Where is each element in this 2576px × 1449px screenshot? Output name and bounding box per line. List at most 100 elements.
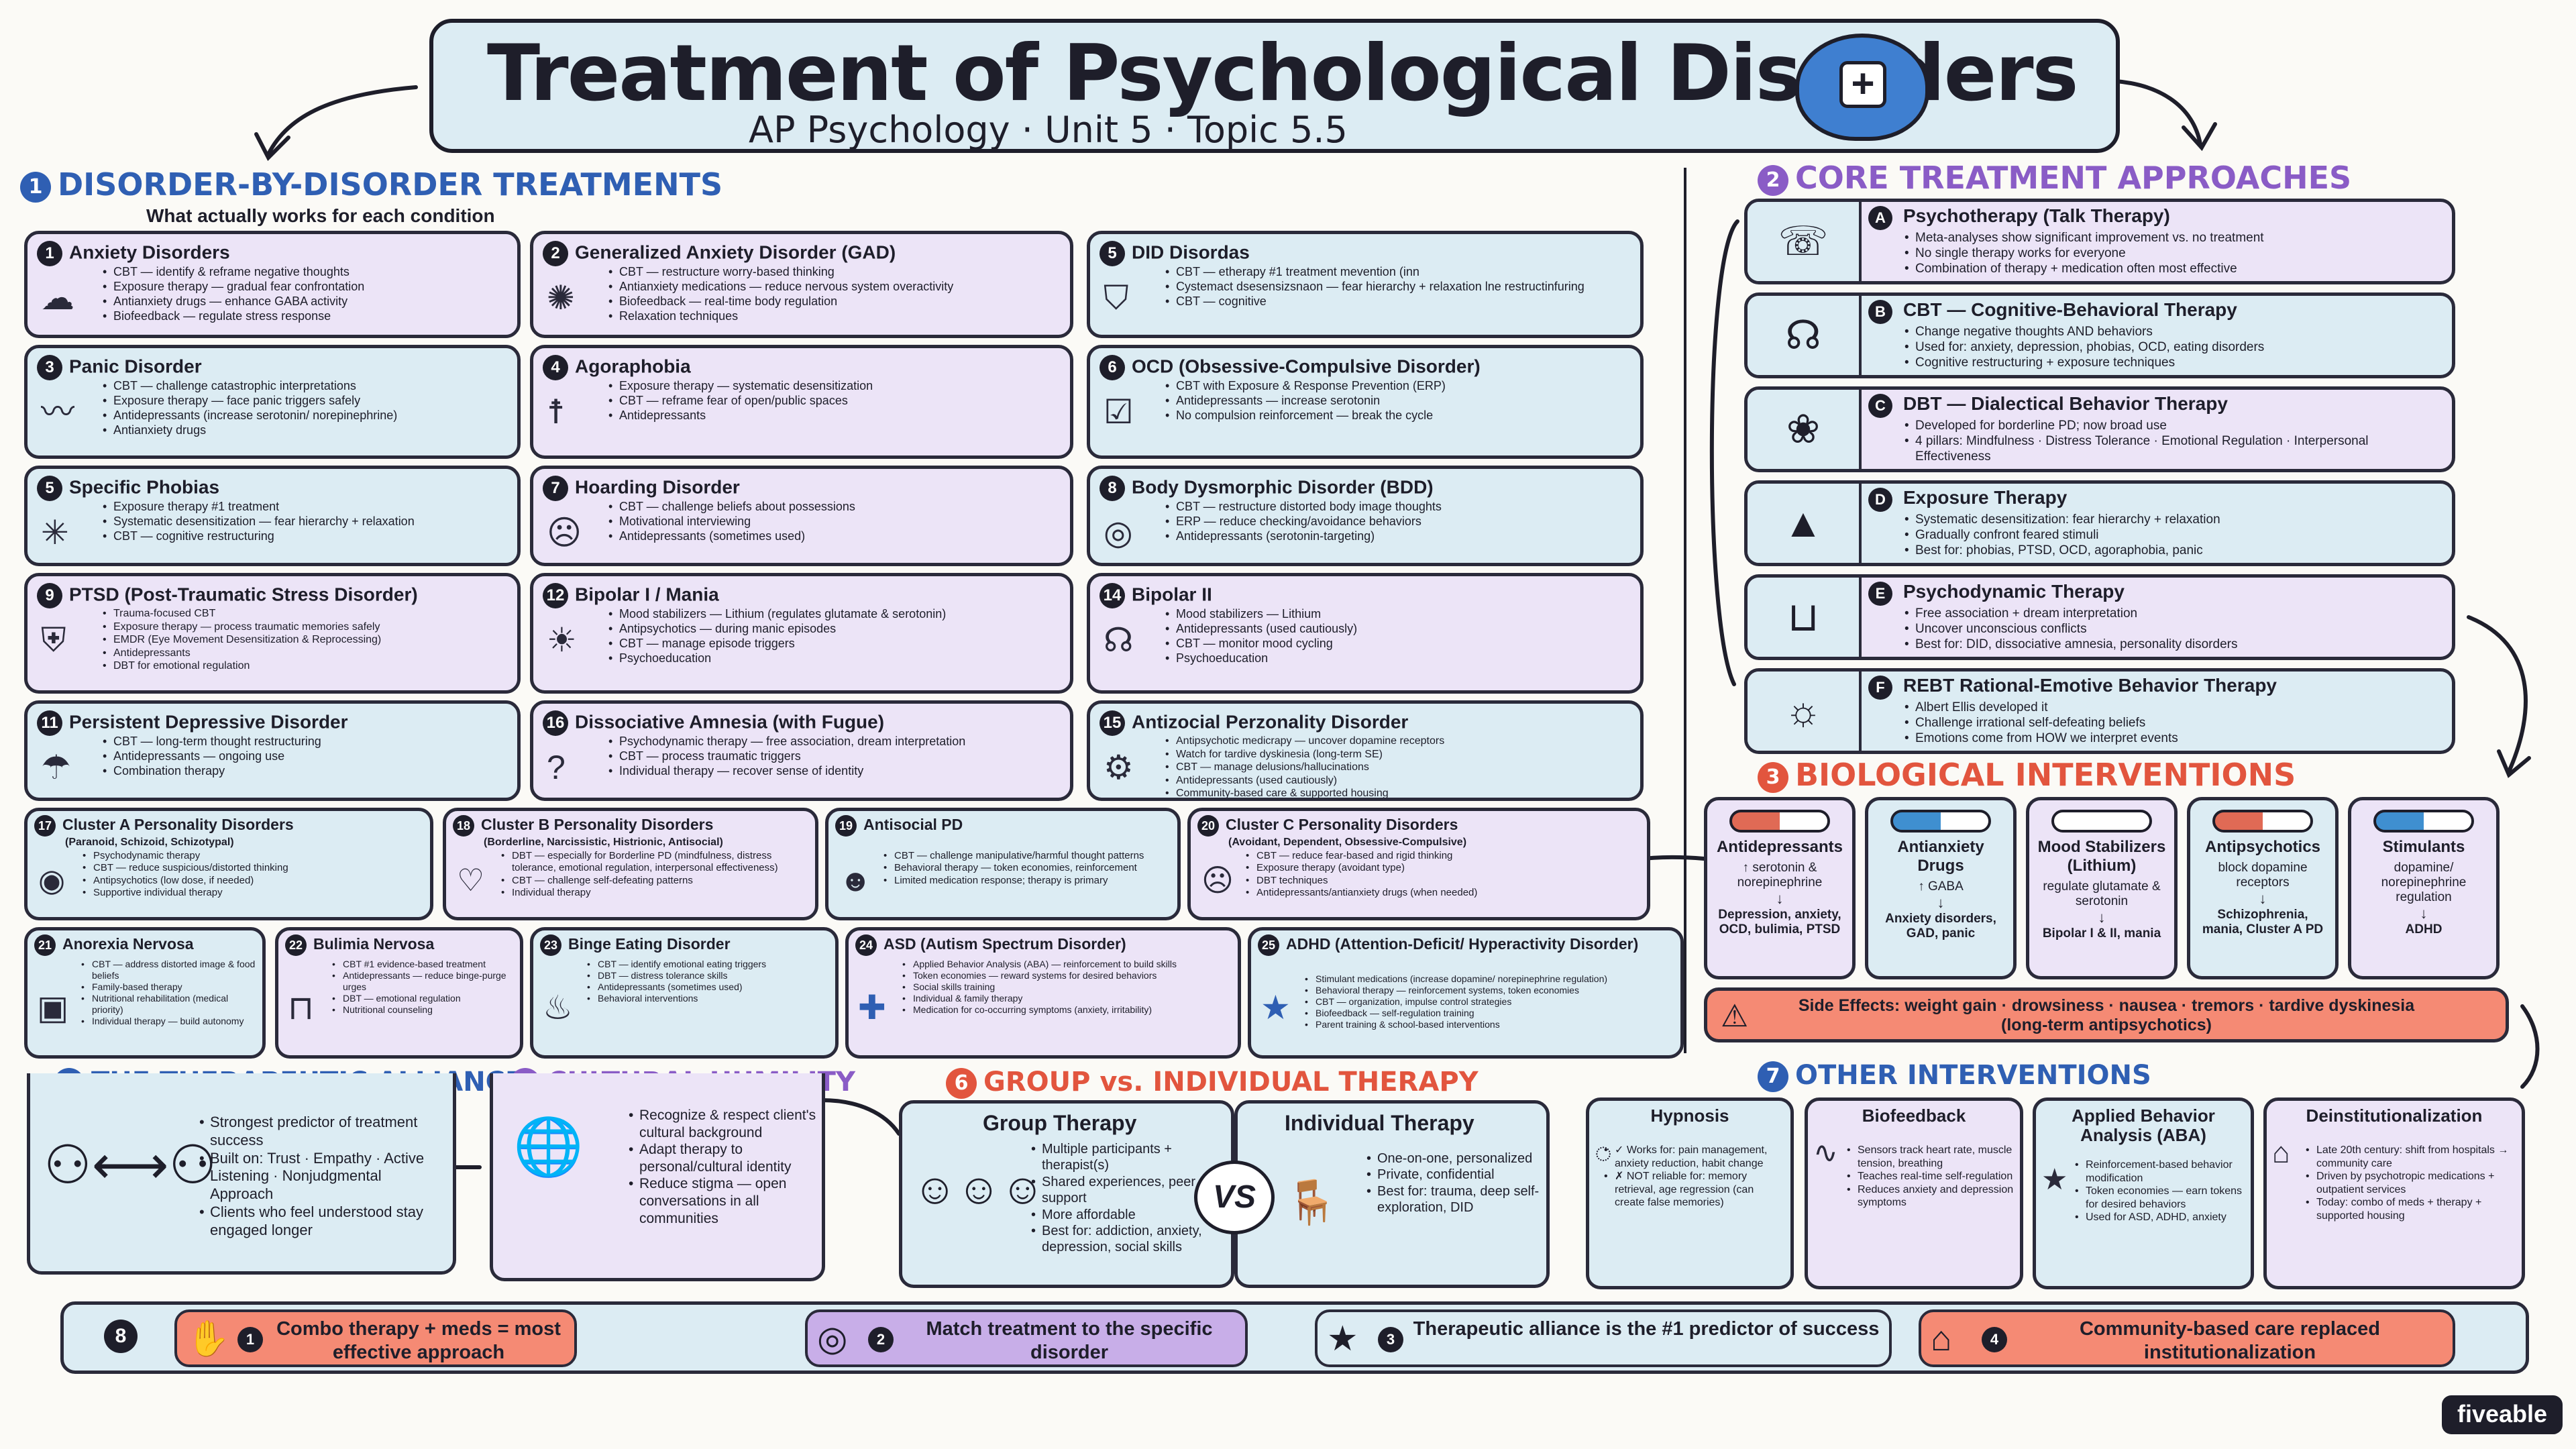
approach-letter: E (1868, 582, 1892, 606)
list-item: Psychoeducation (607, 651, 1063, 666)
pill-icon (2212, 810, 2313, 833)
disorder-number: 5 (37, 476, 62, 501)
worried-face-icon: ☹ (1201, 863, 1234, 898)
heart-icon: ♡ (457, 863, 485, 898)
approach-title: Psychodynamic Therapy (1903, 581, 2125, 602)
list-item: 4 pillars: Mindfulness · Distress Tolera… (1903, 433, 2445, 464)
star-icon: ★ (1260, 989, 1291, 1026)
list-item: Relaxation techniques (607, 309, 1063, 324)
list-item: Limited medication response; therapy is … (882, 875, 1173, 888)
list-item: Albert Ellis developed it (1903, 700, 2445, 715)
disorder-name: Panic Disorder (69, 356, 202, 377)
list-item: Built on: Trust · Empathy · Active Liste… (198, 1150, 446, 1203)
mirror-icon: ◎ (1104, 514, 1133, 551)
thinking-head-icon: ☊ (1748, 296, 1862, 375)
puzzle-icon: ✚ (858, 989, 886, 1026)
list-item: Mood stabilizers — Lithium (regulates gl… (607, 607, 1063, 622)
list-item: Reduce stigma — open conversations in al… (627, 1175, 822, 1227)
list-item: Family-based therapy (80, 981, 258, 993)
spider-icon: ✳ (41, 514, 69, 551)
brain-head-icon: ☊ (1104, 621, 1134, 659)
drug-name: Antipsychotics (2204, 838, 2321, 856)
globe-people-icon: 🌐 (513, 1115, 584, 1178)
scale-icon: ▣ (37, 989, 69, 1026)
personality-subtitle: (Avoidant, Dependent, Obsessive-Compulsi… (1228, 837, 1467, 848)
list-item: Driven by psychotropic medications + out… (2304, 1170, 2518, 1196)
intervention-card: Hypnosis◌✓ Works for: pain management, a… (1586, 1097, 1794, 1289)
disorder-number: 14 (1099, 583, 1125, 608)
intervention-card: Biofeedback∿Sensors track heart rate, mu… (1805, 1097, 2023, 1289)
list-item: Psychoeducation (1164, 651, 1633, 666)
sun-icon: ☀ (547, 621, 577, 659)
list-item: Antipsychotics — during manic episodes (607, 622, 1063, 637)
list-item: CBT — cognitive (1164, 294, 1633, 309)
list-item: Supportive individual therapy (81, 887, 426, 900)
list-item: EMDR (Eye Movement Desensitization & Rep… (101, 633, 511, 647)
list-item: CBT — process traumatic triggers (607, 749, 1063, 764)
disorder-number: 6 (1099, 355, 1125, 380)
list-item: Biofeedback — self-regulation training (1303, 1008, 1676, 1019)
drug-uses: Anxiety disorders, GAD, panic (1885, 912, 1996, 941)
list-item: Antianxiety drugs — enhance GABA activit… (101, 294, 511, 309)
disorder-number: 22 (285, 934, 307, 956)
section-1-subtitle: What actually works for each condition (146, 205, 495, 226)
list-item: Used for: anxiety, depression, phobias, … (1903, 339, 2445, 355)
list-item: Individual therapy — build autonomy (80, 1016, 258, 1027)
list-item: CBT — etherapy #1 treatment mevention (i… (1164, 265, 1633, 280)
disorder-name: DID Disordas (1132, 241, 1250, 263)
question-person-icon: ? (547, 749, 566, 786)
drug-card: Antianxiety Drugs↑ GABA↓Anxiety disorder… (1865, 797, 2017, 979)
takeaway-text: Combo therapy + meds = most effective ap… (276, 1318, 561, 1364)
list-item: Teaches real-time self-regulation (1845, 1170, 2016, 1183)
list-item: CBT #1 evidence-based treatment (331, 959, 516, 970)
list-item: DBT — distress tolerance skills (586, 970, 831, 981)
disorder-name: Body Dysmorphic Disorder (BDD) (1132, 476, 1434, 498)
drug-uses: Schizophrenia, mania, Cluster A PD (2202, 908, 2324, 936)
list-item: CBT — identify & reframe negative though… (101, 265, 511, 280)
house-icon: ⌂ (1931, 1320, 1952, 1358)
side-effects-sub: (long-term antipsychotics) (2001, 1016, 2212, 1034)
list-item: More affordable (1030, 1207, 1224, 1224)
disorder-name: Agoraphobia (575, 356, 691, 377)
disorder-number: 11 (37, 710, 62, 736)
drug-arrow: ↓ (2259, 890, 2267, 907)
cloud-icon: ☁ (41, 279, 74, 317)
pill-icon (1729, 810, 1830, 833)
approach-title: CBT — Cognitive-Behavioral Therapy (1903, 299, 2237, 320)
list-item: Individual & family therapy (901, 993, 1234, 1004)
intervention-card: Deinstitutionalization⌂Late 20th century… (2263, 1097, 2525, 1289)
group-therapy-card: Group Therapy ☺☺☺ Multiple participants … (899, 1100, 1234, 1288)
individual-therapy-card: Individual Therapy 🪑 One-on-one, persona… (1234, 1100, 1550, 1288)
list-item: Reinforcement-based behavior modificatio… (2074, 1159, 2247, 1185)
list-item: Social skills training (901, 981, 1234, 993)
disorder-name: Anxiety Disorders (69, 241, 230, 263)
list-item: No compulsion reinforcement — break the … (1164, 409, 1633, 423)
personality-name: Cluster B Personality Disorders (481, 816, 714, 834)
list-item: CBT — restructure worry-based thinking (607, 265, 1063, 280)
list-item: CBT — challenge catastrophic interpretat… (101, 379, 511, 394)
list-item: CBT — identify emotional eating triggers (586, 959, 831, 970)
personality-number: 19 (835, 815, 857, 837)
lotus-icon: ❀ (1748, 390, 1862, 469)
